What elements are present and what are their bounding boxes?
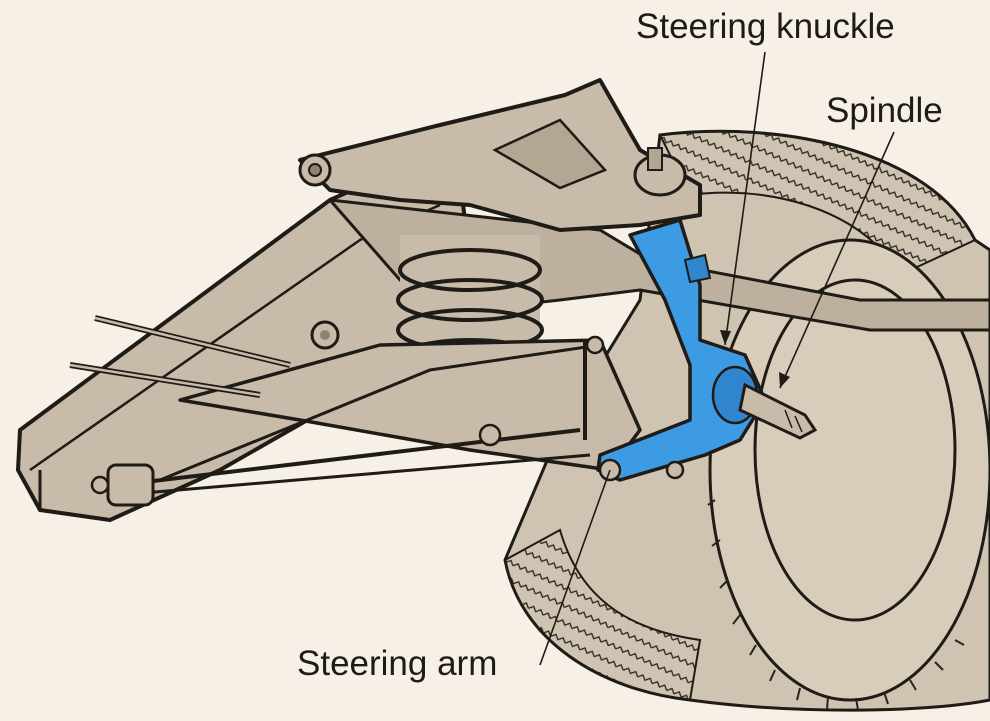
steering-arm-label: Steering arm — [297, 646, 497, 681]
steering-knuckle-label: Steering knuckle — [636, 9, 895, 44]
spindle-label: Spindle — [826, 93, 943, 128]
